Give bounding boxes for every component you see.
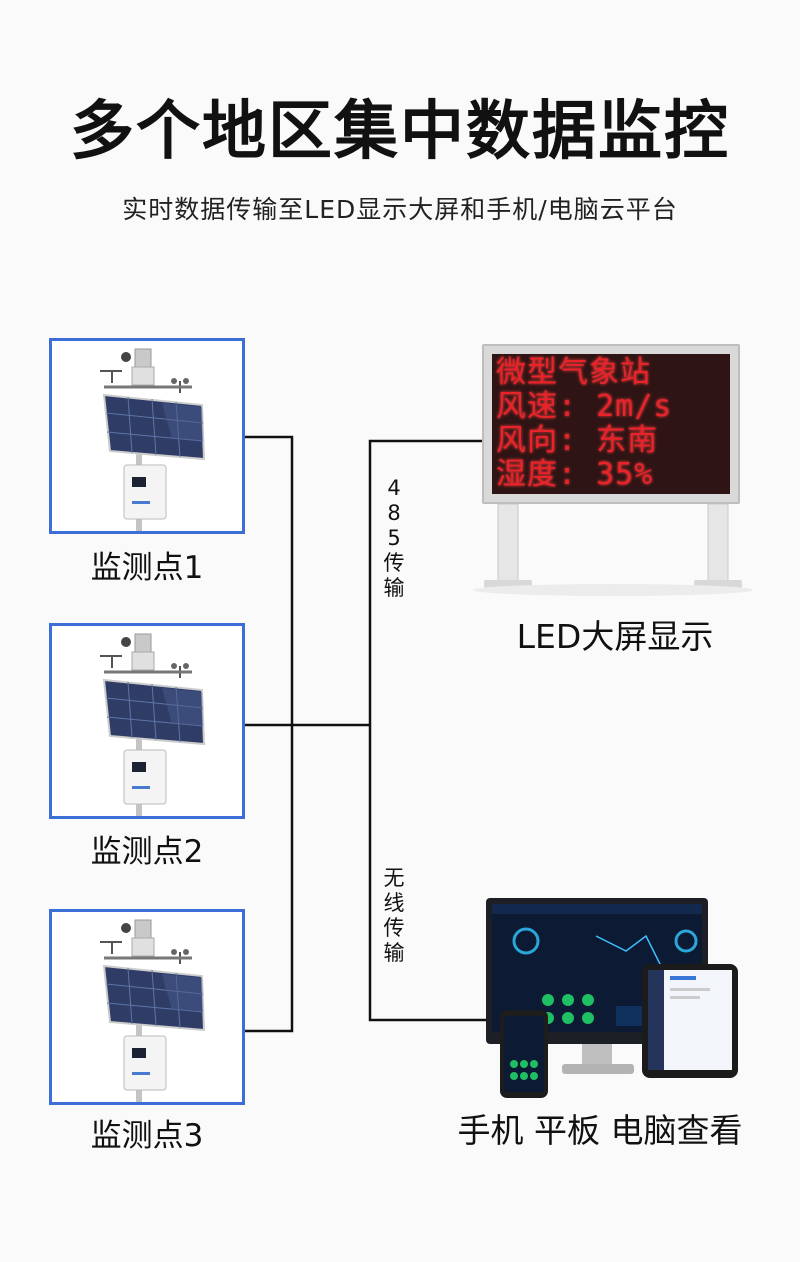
devices-caption: 手机 平板 电脑查看 xyxy=(457,1111,743,1150)
wireless-char: 无 xyxy=(383,866,405,890)
station-card-1 xyxy=(49,338,245,534)
wired-transmission-label: 4 8 5 传 输 xyxy=(379,476,409,601)
wired-char: 8 xyxy=(387,501,401,525)
weather-station-icon xyxy=(100,348,206,531)
led-caption: LED大屏显示 xyxy=(516,617,714,656)
led-line-3: 风向: 东南 xyxy=(496,423,659,458)
page-title: 多个地区集中数据监控 xyxy=(70,95,730,169)
wireless-char: 传 xyxy=(383,916,405,940)
wireless-char: 输 xyxy=(383,941,405,965)
station-label-2: 监测点2 xyxy=(90,834,204,870)
wired-char: 输 xyxy=(383,576,405,600)
devices-illustration xyxy=(486,898,738,1098)
led-board: 微型气象站 风速: 2m/s 风向: 东南 湿度: 35% xyxy=(482,344,740,504)
device-group xyxy=(486,896,756,1110)
wired-char: 传 xyxy=(383,551,405,575)
led-stand xyxy=(473,503,753,596)
station-card-2 xyxy=(49,623,245,819)
station-label-1: 监测点1 xyxy=(90,550,204,586)
page-subtitle: 实时数据传输至LED显示大屏和手机/电脑云平台 xyxy=(122,195,678,224)
led-line-1: 微型气象站 xyxy=(496,355,651,390)
wireless-char: 线 xyxy=(383,891,405,915)
led-screen: 微型气象站 风速: 2m/s 风向: 东南 湿度: 35% xyxy=(492,354,730,494)
led-line-2: 风速: 2m/s xyxy=(496,389,673,424)
station-label-3: 监测点3 xyxy=(90,1118,204,1154)
weather-station-icon xyxy=(100,633,206,816)
weather-station-icon xyxy=(100,919,206,1102)
led-line-4: 湿度: 35% xyxy=(496,457,654,492)
wireless-transmission-label: 无 线 传 输 xyxy=(379,866,409,966)
wired-char: 5 xyxy=(387,526,401,550)
station-card-3 xyxy=(49,909,245,1105)
wired-char: 4 xyxy=(387,476,401,500)
